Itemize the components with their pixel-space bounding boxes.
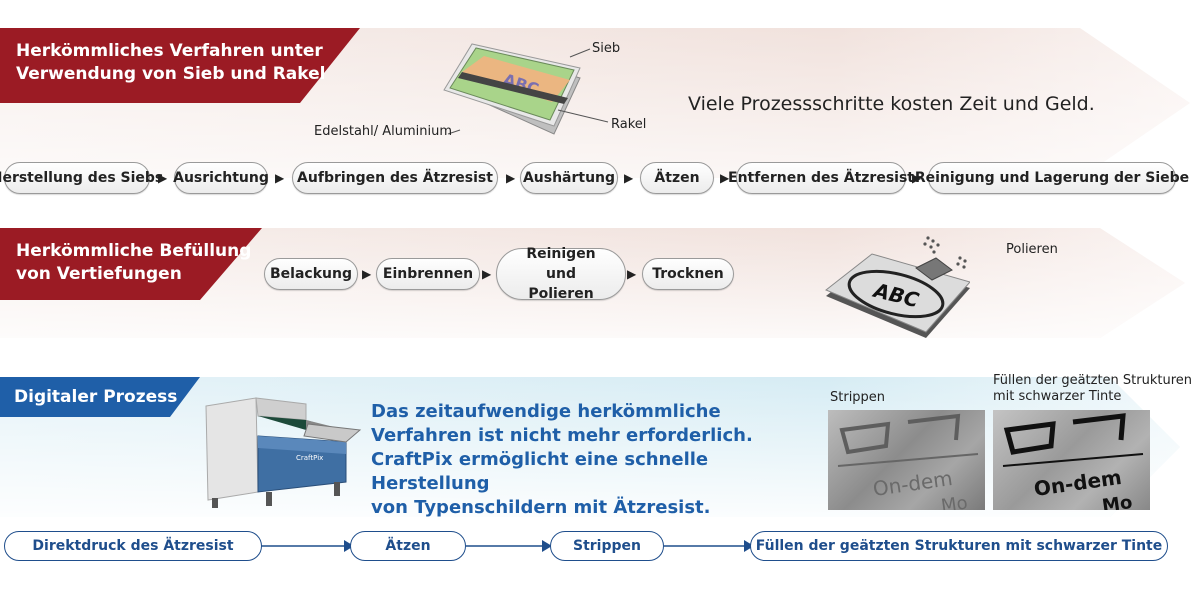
step-arrow-icon: ▶ [482, 267, 492, 281]
section2-title: Herkömmliche Befüllung von Vertiefungen [16, 240, 251, 286]
label-polieren: Polieren [1006, 242, 1058, 257]
digital-description-line4: von Typenschildern mit Ätzresist. [371, 497, 711, 518]
step-arrow-icon: ▶ [362, 267, 372, 281]
printer-brand-label: CraftPix [296, 454, 323, 462]
step-aetzen: Ätzen [640, 162, 714, 194]
digital-step-aetzen: Ätzen [350, 531, 466, 561]
digital-step-fuellen: Füllen der geätzten Strukturen mit schwa… [750, 531, 1168, 561]
step-einbrennen: Einbrennen [376, 258, 480, 290]
craftpix-printer-illustration: CraftPix [205, 397, 362, 508]
section-conventional-screen [0, 28, 1200, 198]
step-arrow-icon: ▶ [275, 171, 285, 185]
photo2-caption-line2: mit schwarzer Tinte [993, 389, 1122, 404]
step-reinigen-und-polieren: Reinigen und Polieren [496, 246, 626, 302]
section1-title-line1: Herkömmliches Verfahren unter [16, 41, 323, 61]
step-reinigung-und-lagerung: Reinigung und Lagerung der Siebe [915, 162, 1189, 194]
step-aufbringen-des-aetzresist: Aufbringen des Ätzresist [292, 162, 498, 194]
photo-strippen: On-dem Mo [828, 410, 985, 510]
digital-description-line3: CraftPix ermöglicht eine schnelle Herste… [371, 449, 709, 494]
label-material: Edelstahl/ Aluminium [314, 124, 453, 139]
photo-strippen-graphic: On-dem Mo [837, 413, 979, 510]
step-arrow-icon: ▶ [627, 267, 637, 281]
photo-gefuellt-graphic: On-dem Mo [1002, 413, 1144, 510]
digital-step-direktdruck: Direktdruck des Ätzresist [4, 531, 262, 561]
step-belackung: Belackung [264, 258, 358, 290]
photo-strippen-text2: Mo [940, 492, 969, 510]
section2-title-line1: Herkömmliche Befüllung [16, 241, 252, 261]
step-arrow-icon: ▶ [506, 171, 516, 185]
section1-title: Herkömmliches Verfahren unter Verwendung… [16, 40, 325, 86]
step-ausrichtung: Ausrichtung [173, 162, 269, 194]
step-entfernen-des-aetzresist: Entfernen des Ätzresist [728, 162, 914, 194]
step-trocknen: Trocknen [642, 258, 734, 290]
label-rakel: Rakel [611, 117, 647, 132]
digital-step-strippen: Strippen [550, 531, 664, 561]
section2-title-line2: von Vertiefungen [16, 264, 182, 284]
photo1-caption: Strippen [830, 390, 886, 405]
step-arrow-icon: ▶ [720, 171, 730, 185]
section1-title-line2: Verwendung von Sieb und Rakel [16, 64, 326, 84]
photo2-caption-line1: Füllen der geätzten Strukturen [993, 373, 1193, 388]
screen-squeegee-illustration: ABC [443, 43, 609, 135]
label-sieb: Sieb [592, 41, 621, 56]
step-herstellung-des-siebs: Herstellung des Siebs [0, 162, 163, 194]
photo-gefuellt-text2: Mo [1101, 492, 1134, 510]
digital-description-line2: Verfahren ist nicht mehr erforderlich. [371, 425, 753, 446]
photo2-caption: Füllen der geätzten Strukturen mit schwa… [993, 373, 1192, 405]
photo-gefuellt: On-dem Mo [993, 410, 1150, 510]
step-arrow-icon: ▶ [624, 171, 634, 185]
digital-description: Das zeitaufwendige herkömmliche Verfahre… [371, 400, 821, 520]
polished-plate-illustration: ABC [825, 236, 970, 338]
step-arrow-icon: ▶ [158, 171, 168, 185]
step-arrow-icon: ▶ [912, 171, 922, 185]
digital-steps-connector [260, 540, 754, 552]
section3-title: Digitaler Prozess [14, 387, 178, 407]
band-arrow-background [0, 28, 1190, 178]
digital-description-line1: Das zeitaufwendige herkömmliche [371, 401, 721, 422]
step-aushaertung: Aushärtung [520, 162, 618, 194]
section1-tagline: Viele Prozessschritte kosten Zeit und Ge… [688, 93, 1095, 115]
